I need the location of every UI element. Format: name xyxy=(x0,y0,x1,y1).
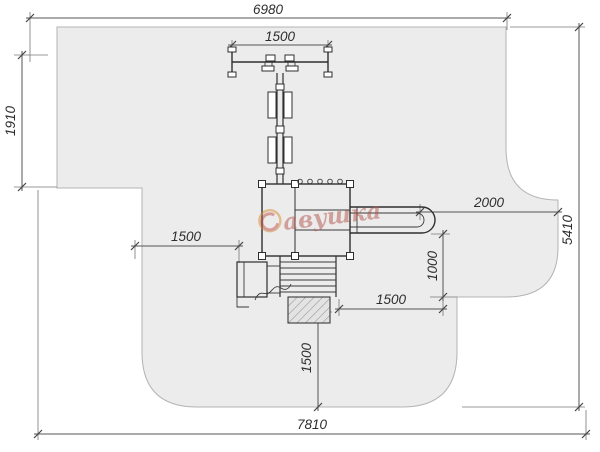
dim-label-overall-height: 5410 xyxy=(560,214,575,245)
dim-overall-width-top: 6980 xyxy=(25,2,512,62)
dim-label-left-offset: 1500 xyxy=(171,229,202,244)
side-platform xyxy=(236,261,280,308)
dim-overall-width-bottom: 7810 xyxy=(33,190,591,440)
ramp-block xyxy=(287,296,331,324)
swing-top-view xyxy=(227,46,333,78)
dim-label-swing-width: 1500 xyxy=(265,29,296,44)
break-squiggle xyxy=(254,283,292,301)
safety-zone-outline xyxy=(56,26,559,408)
dim-overall-height: 5410 xyxy=(462,22,585,412)
swing-seat xyxy=(285,65,299,72)
railing-balusters xyxy=(297,178,343,185)
climber-column xyxy=(267,73,293,184)
dim-label-stair-offset: 1500 xyxy=(376,292,407,307)
dim-label-left-height: 1910 xyxy=(3,105,18,136)
slide-top-view xyxy=(350,206,436,234)
dim-left-height: 1910 xyxy=(3,50,57,192)
stairs-top-view xyxy=(279,256,337,297)
dim-label-slide-zone-width: 1000 xyxy=(425,250,440,281)
swing-seat xyxy=(261,65,275,72)
tower-platform xyxy=(258,178,354,260)
dim-label-slide-zone-length: 2000 xyxy=(473,195,505,210)
dim-slide-zone-width: 1000 xyxy=(425,229,457,302)
dim-label-overall-width-top: 6980 xyxy=(253,2,284,17)
dim-stair-offset: 1500 xyxy=(334,292,448,316)
dim-left-offset: 1500 xyxy=(130,229,244,263)
dim-slide-zone-length: 2000 xyxy=(415,195,563,220)
dim-label-bottom-offset: 1500 xyxy=(299,342,314,373)
watermark-logo-swirl xyxy=(260,212,280,232)
dim-label-overall-width-bottom: 7810 xyxy=(297,417,328,432)
